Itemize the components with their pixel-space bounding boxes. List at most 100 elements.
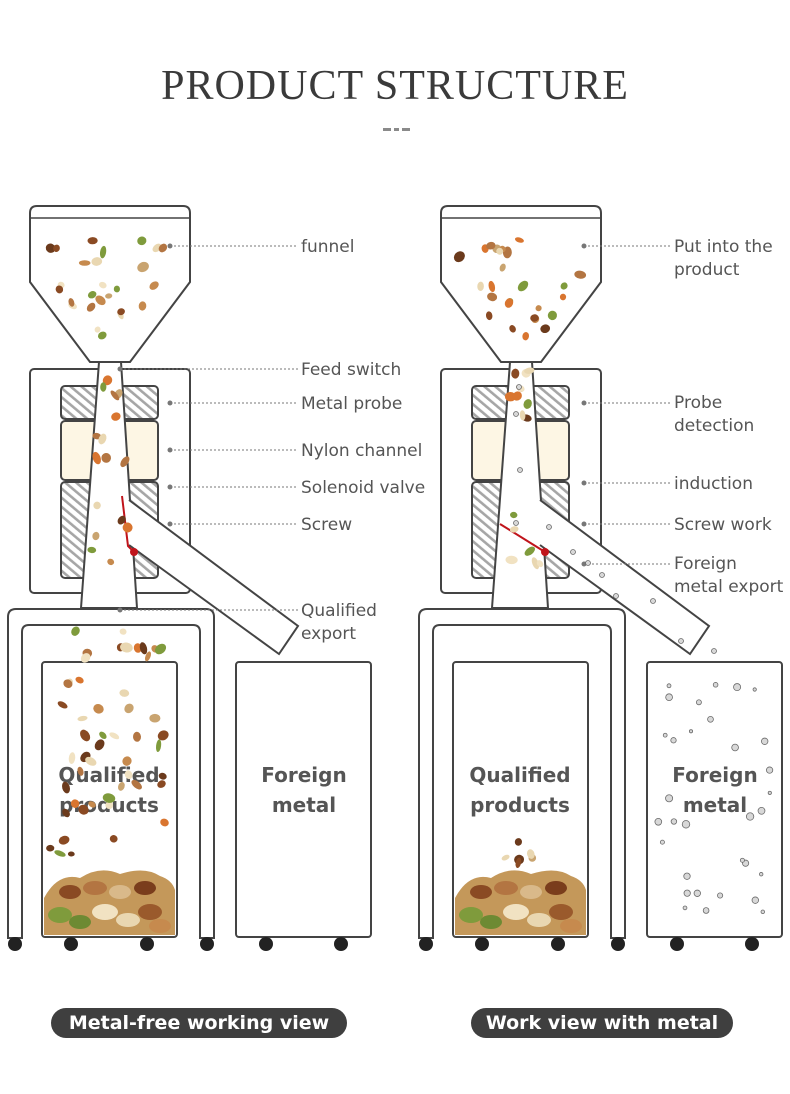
nut-particle (57, 701, 68, 709)
nut-particle (97, 331, 107, 340)
metal-particle (665, 794, 674, 803)
nut-particle (63, 679, 73, 688)
nut-particle (158, 772, 167, 780)
nut-particle (477, 281, 484, 291)
nut-particle (144, 651, 152, 662)
label-nylon-channel: Nylon channel (301, 441, 422, 461)
nut-particle (574, 270, 587, 279)
nut-particle (77, 766, 84, 776)
nut-particle (523, 399, 532, 409)
cart-frame (418, 608, 626, 939)
nut-particle (157, 730, 169, 741)
metal-free-view: funnel Feed switch Metal probe Nylon cha… (7, 205, 425, 951)
nut-particle (517, 280, 529, 292)
bin-label-foreign-2: metal (683, 793, 747, 817)
nut-particle (54, 850, 66, 857)
nut-particle (62, 808, 70, 818)
nut-particle (514, 838, 523, 846)
nut-particle (524, 546, 535, 556)
nut-particle (92, 451, 101, 465)
wheel-icon (259, 937, 273, 951)
wheel-icon (334, 937, 348, 951)
label-solenoid-valve: Solenoid valve (301, 478, 425, 498)
metal-particle (683, 889, 691, 897)
nut-particle (105, 293, 113, 299)
metal-particle (570, 549, 576, 555)
metal-particle (745, 812, 755, 821)
nut-particle (95, 295, 106, 306)
nut-particle (93, 703, 104, 714)
metal-particle (751, 896, 759, 904)
caption-with-metal: Work view with metal (471, 1008, 733, 1038)
nut-particle (485, 311, 493, 321)
leader-lines (581, 243, 671, 567)
label-qualified-export-1: Qualified (301, 601, 377, 621)
metal-particle (662, 732, 668, 738)
nut-particle (68, 752, 76, 764)
metal-particle (739, 857, 745, 863)
wheel-icon (8, 937, 22, 951)
nut-particle (120, 456, 130, 468)
metal-particle (513, 520, 519, 526)
bin-label-qualified-1: Qualified (58, 763, 159, 787)
metal-particle (516, 384, 522, 390)
nut-particle (87, 290, 97, 299)
nut-particle (154, 643, 167, 655)
nut-particle (488, 280, 496, 293)
metal-particle (517, 467, 523, 473)
wheel-icon (551, 937, 565, 951)
nut-particle (75, 676, 84, 684)
nut-particle (559, 293, 567, 301)
metal-particle (766, 766, 774, 774)
nut-particle (131, 779, 142, 790)
nut-particle (124, 703, 134, 714)
nut-particle (547, 310, 558, 321)
metal-particle (546, 524, 552, 530)
metal-particle (761, 737, 769, 745)
nut-particle (85, 756, 97, 766)
nut-particle (117, 515, 126, 525)
nut-particle (137, 261, 149, 273)
nut-particle (509, 325, 516, 333)
nut-particle (94, 326, 101, 333)
nut-particle (157, 780, 166, 788)
wheel-icon (140, 937, 154, 951)
nut-particle (113, 285, 121, 293)
nut-particle (132, 731, 142, 742)
nut-particle (46, 844, 55, 852)
nut-particle (102, 375, 113, 386)
metal-particle (683, 872, 691, 880)
foreign-metal-bin (646, 661, 783, 938)
leader-lines (117, 243, 298, 613)
label-funnel: funnel (301, 237, 355, 257)
metal-particle (767, 790, 772, 795)
caption-metal-free: Metal-free working view (51, 1008, 347, 1038)
wheel-icon (475, 937, 489, 951)
nut-particle (155, 739, 162, 753)
nut-particle (68, 298, 75, 307)
title-divider (402, 128, 410, 131)
nut-particle (509, 526, 519, 533)
nut-particle (62, 781, 70, 794)
nut-particle (486, 241, 496, 250)
nut-particle (160, 818, 169, 827)
nut-particle (99, 731, 107, 739)
nut-particle (70, 799, 80, 808)
nut-particle (93, 501, 101, 510)
bin-label-qualified-1: Qualified (469, 763, 570, 787)
nut-particle (87, 237, 98, 245)
metal-particle (659, 839, 665, 845)
metal-particle (678, 638, 684, 644)
nut-particle (138, 301, 147, 311)
metal-present-view: Put into the product Probe detection ind… (418, 205, 784, 951)
metal-particle (681, 820, 691, 829)
nut-particle (526, 849, 535, 859)
metal-particle (688, 729, 694, 734)
nut-particle (98, 433, 107, 445)
nut-particle (149, 713, 161, 723)
nut-particle (504, 298, 514, 308)
nut-particle (122, 522, 133, 533)
metal-particle (707, 715, 714, 723)
metal-particle (654, 818, 663, 826)
